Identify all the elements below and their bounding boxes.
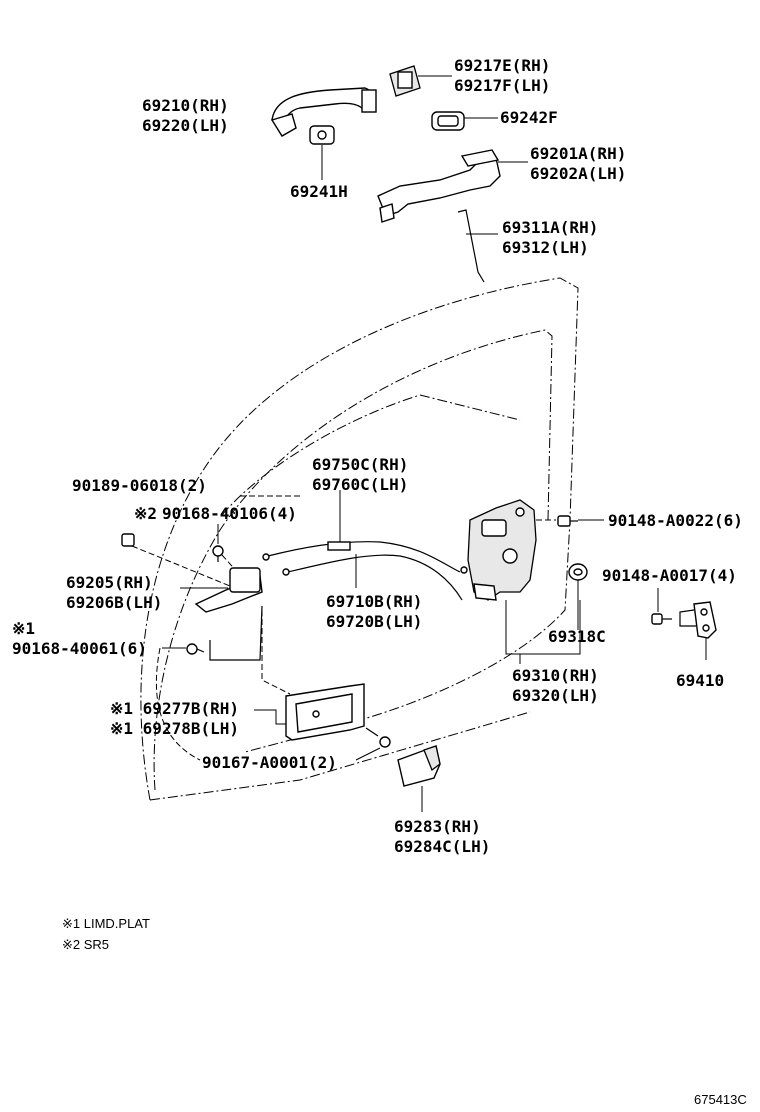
- leader-90167: [355, 747, 381, 761]
- control-rod-part[interactable]: [457, 209, 485, 283]
- label-69202a: 69202A(LH): [530, 164, 626, 183]
- label-69710b: 69710B(RH): [326, 592, 422, 611]
- label-69318c: 69318C: [548, 627, 606, 646]
- label-69241h: 69241H: [290, 182, 348, 201]
- dash-left-curve: [155, 647, 201, 761]
- label-69210: 69210(RH): [142, 96, 229, 115]
- leader-69277b: [254, 709, 286, 725]
- label-69217e: 69217E(RH): [454, 56, 550, 75]
- label-69410: 69410: [676, 671, 724, 690]
- note-limd-plat: ※1 LIMD.PLAT: [62, 916, 150, 931]
- note-sr5: ※2 SR5: [62, 937, 109, 952]
- mark-sr5: ※2: [134, 504, 157, 523]
- label-69320: 69320(LH): [512, 686, 599, 705]
- clip-part[interactable]: [121, 533, 135, 547]
- screw-90168-40106-part[interactable]: [212, 545, 224, 562]
- screw-90168-40061-part[interactable]: [186, 643, 205, 655]
- label-69277b: ※1 69277B(RH): [110, 699, 239, 718]
- screw-90148-a0022-part[interactable]: [557, 515, 578, 527]
- lock-cable-part[interactable]: [262, 541, 468, 601]
- label-90148-a0017: 90148-A0017(4): [602, 566, 737, 585]
- diagram-id: 675413C: [694, 1092, 747, 1107]
- label-69206b: 69206B(LH): [66, 593, 162, 612]
- screw-90167-a0001-part[interactable]: [365, 727, 391, 748]
- handle-frame-part[interactable]: [377, 149, 501, 223]
- handle-gasket-part[interactable]: [309, 125, 335, 145]
- label-69242f: 69242F: [500, 108, 558, 127]
- label-69311a: 69311A(RH): [502, 218, 598, 237]
- label-90168-40106: 90168-40106(4): [162, 504, 297, 523]
- label-69284c: 69284C(LH): [394, 837, 490, 856]
- screw-90148-a0017-part[interactable]: [651, 613, 672, 625]
- dash-69277b: [261, 610, 291, 695]
- label-69201a: 69201A(RH): [530, 144, 626, 163]
- label-69720b: 69720B(LH): [326, 612, 422, 631]
- mark-limd-plat: ※1: [12, 619, 35, 638]
- label-90168-40061: 90168-40061(6): [12, 639, 147, 658]
- label-69278b: ※1 69278B(LH): [110, 719, 239, 738]
- door-lock-assembly-part[interactable]: [467, 499, 537, 601]
- outside-handle-part[interactable]: [270, 87, 377, 137]
- inside-handle-part[interactable]: [194, 567, 263, 661]
- label-69312: 69312(LH): [502, 238, 589, 257]
- label-69310: 69310(RH): [512, 666, 599, 685]
- washer-69318c-part[interactable]: [568, 563, 588, 581]
- label-69750c: 69750C(RH): [312, 455, 408, 474]
- label-69760c: 69760C(LH): [312, 475, 408, 494]
- label-90148-a0022: 90148-A0022(6): [608, 511, 743, 530]
- label-69205: 69205(RH): [66, 573, 153, 592]
- striker-69410-part[interactable]: [679, 601, 717, 639]
- cover-69283-part[interactable]: [397, 745, 441, 787]
- label-90189: 90189-06018(2): [72, 476, 207, 495]
- handle-cap-part[interactable]: [389, 65, 421, 97]
- label-69217f: 69217F(LH): [454, 76, 550, 95]
- label-69220: 69220(LH): [142, 116, 229, 135]
- label-90167: 90167-A0001(2): [202, 753, 337, 772]
- handle-pad-part[interactable]: [431, 111, 465, 131]
- leader-69310: [505, 600, 581, 655]
- inside-handle-bezel-part[interactable]: [285, 683, 365, 741]
- label-69283: 69283(RH): [394, 817, 481, 836]
